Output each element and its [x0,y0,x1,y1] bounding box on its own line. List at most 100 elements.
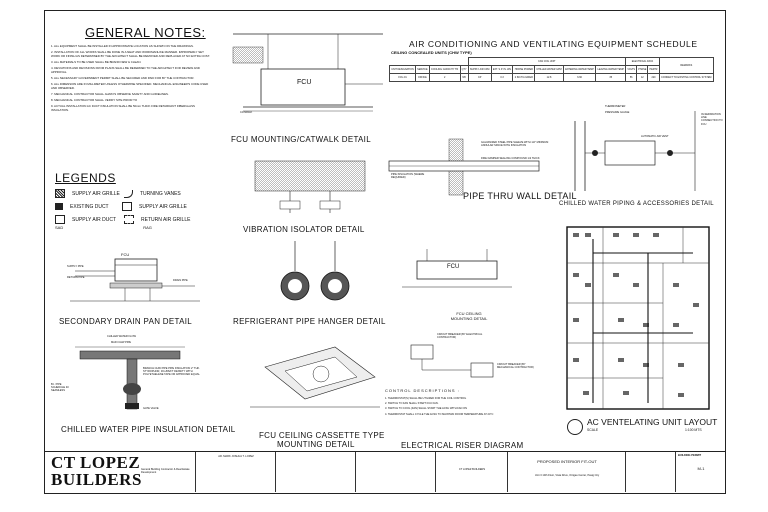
schedule-cell: 2 INCH LOAFER [512,73,536,82]
refrigerant-hanger-title: REFRIGERANT PIPE HANGER DETAIL [233,317,386,326]
legend-label: TURNING VANES [140,190,181,197]
pipe-thru-wall-drawing [388,138,540,196]
riser-label-2: CIRCUIT BREAKER (BY MECHANICAL CONTRACTO… [497,363,534,370]
drain-label-3: DRAIN PIPE [173,279,188,282]
schedule-group-row: FAN COIL UNIT ELECTRICAL DATA REMARKS [390,57,715,74]
control-title: CONTROL DESCRIPTIONS : [385,388,460,393]
company-name-line-2: BUILDERS [51,470,142,489]
schedule-group-remarks: REMARKS [658,57,715,74]
owner-name: CT LOPEZ BUILDERS [458,468,486,471]
signature-cell [275,452,356,492]
riser-label-1: CIRCUIT BREAKER (BY ELECTRICAL CONTRACTO… [437,333,483,340]
schedule-cell: 220 [647,73,660,82]
chilled-water-piping-title: CHILLED WATER PIPING & ACCESSORIES DETAI… [559,201,714,207]
fcu-cassette-drawing [250,346,380,408]
chw-label-4: IN-SEPARATION LINE CONNECTION TO FCU [701,113,723,126]
general-note-item: 4. DEVIATIONS AND REVISIONS FROM PLANS S… [51,66,200,74]
schedule-group-elec: ELECTRICAL DATA [625,57,660,66]
fcu-ceiling-drawing [402,249,512,288]
chilled-water-piping-drawing [574,111,696,191]
fcu-mounting-drawing [232,33,383,112]
ac-layout-scale-value: 1:100 MTS [685,428,702,432]
ac-layout-marker [567,419,583,435]
company-logo: CT LOPEZ BUILDERS [51,454,142,488]
legend-row-3: SUPPLY AIR DUCT RETURN AIR GRILLE [55,213,205,226]
general-notes-title: GENERAL NOTES: [85,25,206,40]
schedule-header-cell: PHASE [636,65,649,74]
drain-fcu-label: FCU [121,252,130,257]
legend-label: EXISTING DUCT [70,203,109,210]
supply-air-grille-2-icon [122,202,132,211]
insulation-label-1: CHILLED WATER FLOW [107,335,136,338]
existing-duct-icon [55,203,63,210]
schedule-header-cell: VOLTS [625,65,638,74]
schedule-header-cell: SERVICE [415,65,430,74]
general-note-item: 3. ALL MATERIALS TO BE USED SHALL BE BRA… [51,59,142,64]
general-notes-list: 1. ALL EQUIPMENT SHALL BE INSTALLED IN A… [51,44,211,115]
schedule-header-cell: QTY [459,65,469,74]
turning-vanes-icon [124,189,133,198]
ac-layout-floor-plan [566,226,710,410]
control-item: 1. THERMOSTAT(S) SHALL BE UTILIZED FOR T… [385,397,467,400]
control-item: 3. SWITCH TO COOL (FAN) SHALL START THE … [385,407,467,411]
fcu-mounting-title: FCU MOUNTING/CATWALK DETAIL [231,135,371,144]
electrical-riser-drawing [410,344,494,378]
general-note-item: 1. ALL EQUIPMENT SHALL BE INSTALLED IN A… [51,44,194,48]
fcu-ceiling-title: FCU CEILING MOUNTING DETAIL [450,311,488,321]
schedule-cell: CONNECT TO EXISTING CONTROL SYSTEM [658,73,715,82]
legend-row-1: SUPPLY AIR GRILLE TURNING VANES [55,187,205,200]
ac-layout-scale-label: SCALE [587,428,599,432]
legend-row-2: EXISTING DUCT SUPPLY AIR GRILLE [55,200,205,213]
schedule-cell: NB [459,73,469,82]
sheet-contents-cell [625,452,676,492]
pipe-wall-label-1: GALVANIZED STEEL PIPE SLEEVE WITH 1/2" M… [481,141,549,148]
control-item: 4. THERMOSTAT SHALL CYCLE THE ACSU TO MA… [385,412,494,416]
legend-label: RETURN AIR GRILLE [141,216,191,223]
legend-label: SUPPLY AIR GRILLE [72,190,120,197]
schedule-header-cell: COOLING CAPACITY TR [428,65,461,74]
schedule-title: AIR CONDITIONING AND VENTILATING EQUIPME… [409,39,698,49]
general-note-item: 2. INSTALLATION OF ALL WORKS SHALL BE DO… [51,50,210,58]
general-note-item: 6. ALL DIMENSION ARE IN MILLIMETER UNLES… [51,82,209,90]
chw-label-1: THERMOMETER [605,105,626,108]
project-name: PROPOSED INTERIOR FIT-OUT [537,459,597,464]
supply-air-duct-icon [55,215,65,224]
vibration-isolator-title: VIBRATION ISOLATOR DETAIL [243,225,365,234]
catwalk-label: CATWALK [240,111,253,114]
schedule-subtitle: CEILING CONCEALED UNITS (CHW TYPE) [391,50,472,55]
sheet-number-cell: BUILDING PERMIT M-1 [675,452,726,492]
schedule-table: FAN COIL UNIT ELECTRICAL DATA REMARKS UN… [389,57,715,82]
chilled-water-insulation-title: CHILLED WATER PIPE INSULATION DETAIL [61,425,236,434]
schedule-header-cell: CHILLED WATER GPM [534,65,564,74]
schedule-header-cell: EXT. S.P. IN. WG [490,65,514,74]
engineer-cell: AR. MARK JOSHUA T. LOPEZ [195,452,276,492]
project-location: Unit 3 10th Floor, Vista Drive, Ortigas … [534,474,600,478]
pipe-wall-label-2: FIRE DAMPER SEALING COMPOUND 1/2 THICK [481,157,540,160]
general-note-item: 7. MECHANICAL CONTRACTOR SHALL ALWAYS OB… [51,91,169,96]
schedule-cell: OFFICE [415,73,430,82]
schedule-cell: 6.66 [562,73,597,82]
insulation-label-4: BRANCH CHW PIPE PIPE INSULATION 2" THK. … [143,367,200,377]
drain-label-1: SUPPLY PIPE [67,265,84,268]
schedule-header-cell: UNIT DESIGNATION [389,65,416,74]
schedule-cell: 35 [595,73,627,82]
insulation-drawing [75,346,185,410]
company-subtitle: General Building Contractor & Real Estat… [141,468,190,475]
schedule-header-cell: ENTERING WATER TEMP [562,65,597,74]
secondary-drain-pan-title: SECONDARY DRAIN PAN DETAIL [59,317,193,326]
fcu-cassette-title-2: MOUNTING DETAIL [277,440,355,449]
insulation-label-2: MAIN CHW PIPE [111,341,132,344]
fcu-cassette-title-1: FCU CEILING CASSETTE TYPE [259,431,385,440]
engineer-name: AR. MARK JOSHUA T. LOPEZ [218,455,254,458]
legend-list: SUPPLY AIR GRILLE TURNING VANES EXISTING… [55,187,205,230]
refrigerant-hanger-drawing [280,241,350,301]
project-cell: PROPOSED INTERIOR FIT-OUT Unit 3 10th Fl… [507,452,626,492]
control-list: 1. THERMOSTAT(S) SHALL BE UTILIZED FOR T… [385,397,505,418]
pipe-thru-wall-title: PIPE THRU WALL DETAIL [463,191,577,201]
title-block: CT LOPEZ BUILDERS General Building Contr… [45,451,725,494]
drain-label-2: RETURN PIPE [67,276,85,279]
schedule-header-cell: HORSE POWER [512,65,536,74]
schedule-cell: 56 [625,73,638,82]
